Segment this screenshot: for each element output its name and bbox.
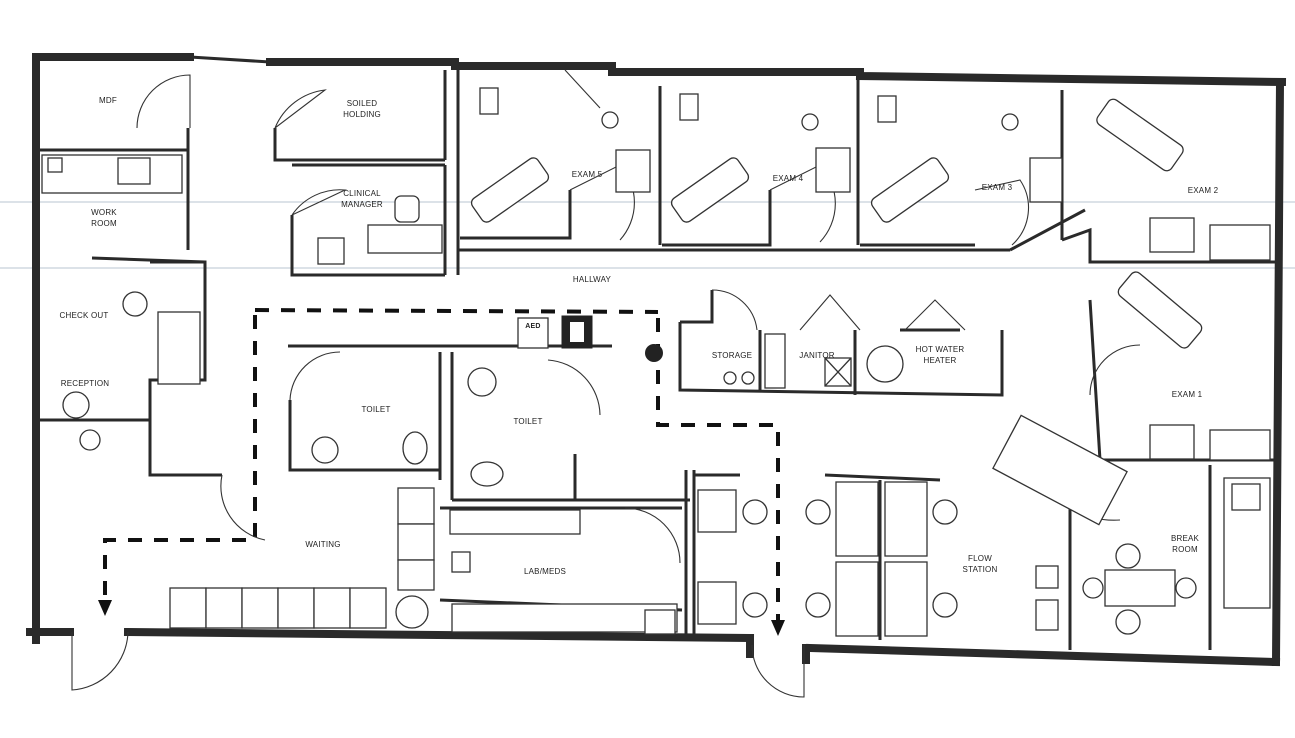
room-label-lab-meds: LAB/MEDS: [524, 567, 566, 576]
room-label-exam-4: EXAM 4: [773, 174, 804, 183]
room-label-work-room: WORK: [91, 208, 117, 217]
egress-route: [98, 308, 785, 636]
room-label-break-room: BREAK: [1171, 534, 1200, 543]
room-label-flow-station: STATION: [963, 565, 998, 574]
room-label-soiled-holding: SOILED: [347, 99, 378, 108]
room-label-exam-2: EXAM 2: [1188, 186, 1219, 195]
aed-sign: [517, 317, 549, 349]
exterior-walls: [26, 53, 1287, 667]
room-label-break-room: ROOM: [1172, 545, 1198, 554]
room-label-work-room: ROOM: [91, 219, 117, 228]
aed-label: AED: [525, 323, 540, 330]
route-arrow-icon: [98, 600, 112, 616]
furniture: [41, 87, 1271, 637]
room-label-clinical-manager: CLINICAL: [343, 189, 381, 198]
room-label-check-out: CHECK OUT: [60, 311, 109, 320]
room-label-janitor: JANITOR: [799, 351, 835, 360]
room-label-toilet: TOILET: [513, 417, 542, 426]
room-label-soiled-holding: HOLDING: [343, 110, 381, 119]
room-label-clinical-manager: MANAGER: [341, 200, 383, 209]
room-label-hallway: HALLWAY: [573, 275, 612, 284]
room-label-hot-water-heater: HOT WATER: [916, 345, 965, 354]
room-label-exam-3: EXAM 3: [982, 183, 1013, 192]
room-label-exam-1: EXAM 1: [1172, 390, 1203, 399]
route-arrow-icon: [771, 620, 785, 636]
interior-walls: [36, 68, 1276, 650]
room-label-reception: RECEPTION: [61, 379, 109, 388]
room-label-exam-5: EXAM 5: [572, 170, 603, 179]
fire-alarm-icon: [645, 344, 663, 362]
room-label-mdf: MDF: [99, 96, 117, 105]
room-label-storage: STORAGE: [712, 351, 752, 360]
room-label-flow-station: FLOW: [968, 554, 992, 563]
room-label-waiting: WAITING: [305, 540, 340, 549]
room-labels: MDF SOILED HOLDING CLINICAL MANAGER WORK…: [60, 96, 1219, 576]
room-label-toilet: TOILET: [361, 405, 390, 414]
room-label-hot-water-heater: HEATER: [923, 356, 956, 365]
